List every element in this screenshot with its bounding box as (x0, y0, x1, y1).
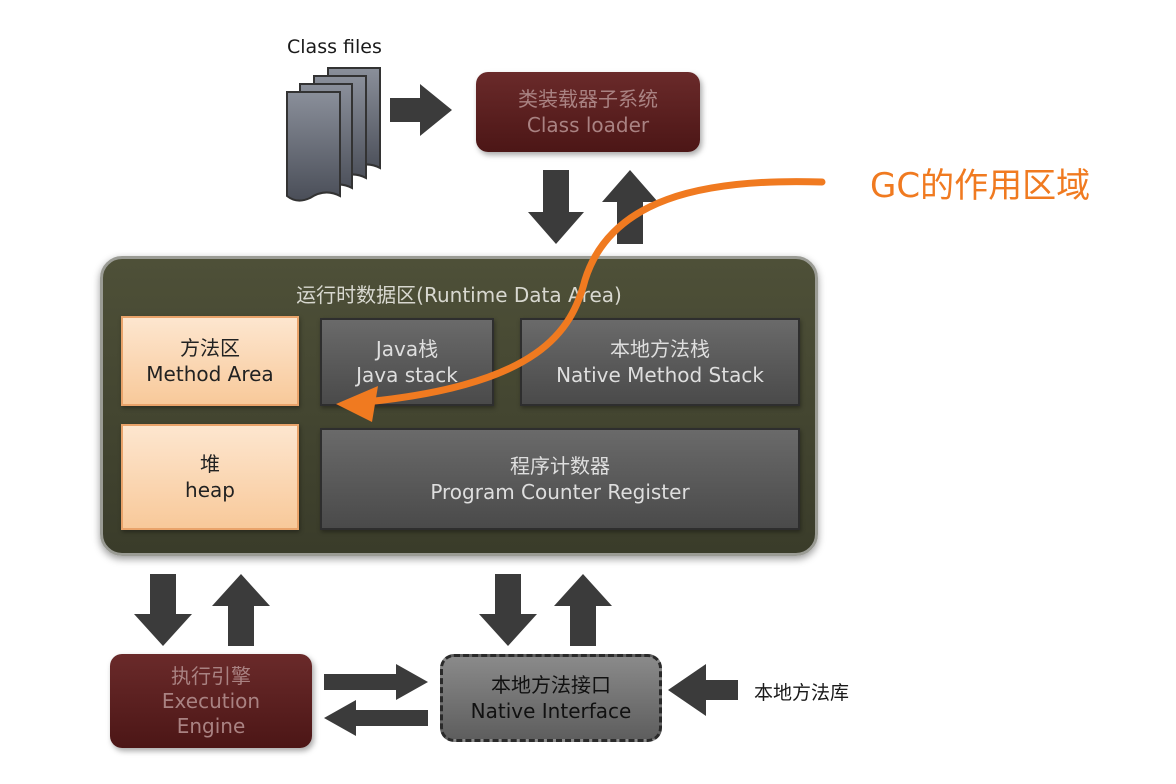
arrow-right-classfiles (390, 84, 452, 136)
heap-zh: 堆 (200, 452, 220, 476)
arrow-down-engine (134, 574, 192, 646)
heap-box: 堆 heap (121, 424, 299, 530)
class-loader-box: 类装载器子系统 Class loader (476, 72, 700, 152)
native-interface-box: 本地方法接口 Native Interface (440, 654, 662, 742)
gc-annotation-label: GC的作用区域 (870, 166, 1091, 206)
native-stack-en: Native Method Stack (556, 363, 764, 387)
arrow-left-native-engine (324, 700, 428, 736)
arrow-right-engine-native (324, 664, 428, 700)
method-area-box: 方法区 Method Area (121, 316, 299, 406)
method-area-zh: 方法区 (180, 336, 240, 360)
execution-engine-en-1: Execution (161, 688, 261, 713)
arrow-down-native (479, 574, 537, 646)
class-loader-zh: 类装载器子系统 (518, 87, 658, 111)
arrow-left-library (668, 664, 738, 716)
native-stack-zh: 本地方法栈 (610, 337, 710, 361)
arrow-down-loader (528, 170, 584, 244)
pc-register-box: 程序计数器 Program Counter Register (320, 428, 800, 530)
native-interface-en: Native Interface (470, 699, 632, 723)
native-interface-zh: 本地方法接口 (491, 673, 611, 697)
arrow-up-engine (212, 574, 270, 646)
method-area-en: Method Area (146, 362, 274, 386)
heap-en: heap (185, 478, 235, 502)
runtime-title: 运行时数据区(Runtime Data Area) (296, 283, 622, 307)
execution-engine-zh: 执行引擎 (171, 663, 251, 688)
native-stack-box: 本地方法栈 Native Method Stack (520, 318, 800, 406)
class-files-label: Class files (287, 36, 382, 58)
java-stack-zh: Java栈 (375, 337, 439, 361)
class-files-icon (286, 67, 381, 202)
execution-engine-box: 执行引擎 Execution Engine (110, 654, 312, 748)
arrow-up-loader (602, 170, 658, 244)
native-library-label: 本地方法库 (754, 682, 850, 704)
pc-register-en: Program Counter Register (430, 480, 690, 504)
arrow-up-native (554, 574, 612, 646)
class-loader-en: Class loader (526, 113, 650, 137)
pc-register-zh: 程序计数器 (510, 454, 610, 478)
java-stack-en: Java stack (356, 363, 458, 387)
execution-engine-en-2: Engine (176, 713, 246, 738)
java-stack-box: Java栈 Java stack (320, 318, 494, 406)
